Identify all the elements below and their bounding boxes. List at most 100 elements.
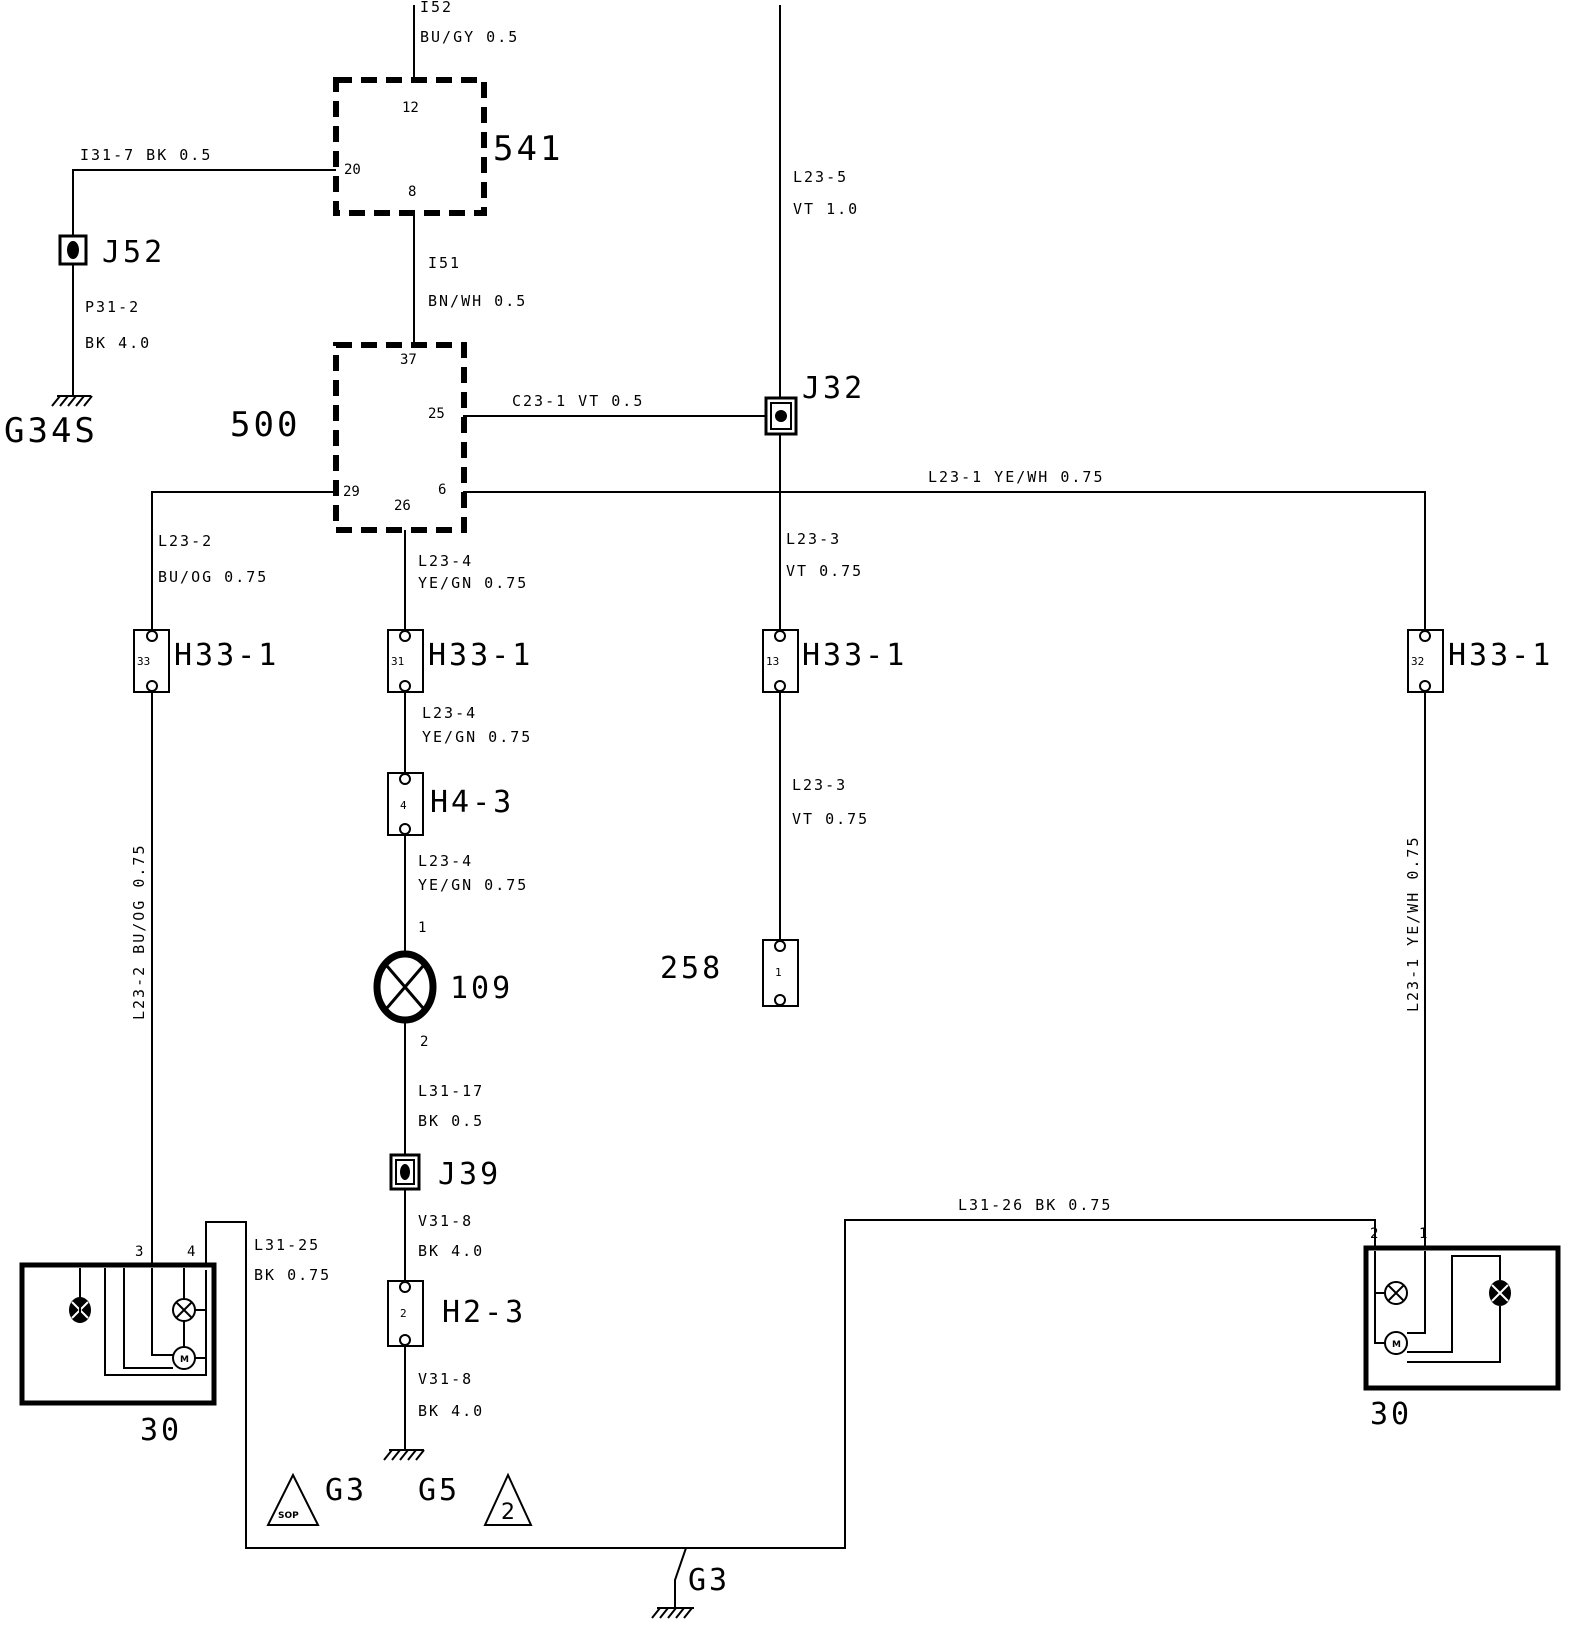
wire-l23-2-upper [151, 491, 336, 630]
label-l23-2-spec: BU/OG 0.75 [158, 568, 268, 586]
label-l31-17: L31-17 [418, 1082, 484, 1100]
splice-j39: J39 [389, 1153, 501, 1192]
svg-text:M: M [1392, 1340, 1401, 1350]
label-v31-8-a-spec: BK 4.0 [418, 1242, 484, 1260]
ref-triangle-2-g5: 2 G5 [418, 1472, 533, 1526]
label-l23-4-b-spec: YE/GN 0.75 [422, 728, 532, 746]
wire-l31-26 [675, 1219, 1376, 1549]
pin-8: 8 [408, 184, 416, 200]
ref-triangle-sop-g3: SOP G3 [266, 1472, 367, 1526]
connector-258: 1 258 [660, 939, 799, 1007]
lamp-assembly-left: M 3 4 30 [19, 1244, 217, 1448]
label-l23-2-vertical: L23-2 BU/OG 0.75 [130, 844, 148, 1021]
pin-12: 12 [402, 100, 419, 116]
label-l23-2: L23-2 [158, 532, 213, 550]
svg-text:H2-3: H2-3 [442, 1295, 526, 1330]
label-l23-3-b: L23-3 [792, 776, 847, 794]
svg-text:33: 33 [137, 655, 150, 668]
svg-text:2: 2 [501, 1500, 515, 1525]
label-l23-1-vertical: L23-1 YE/WH 0.75 [1404, 836, 1422, 1013]
label-i31-7: I31-7 BK 0.5 [80, 146, 212, 164]
lamp-109: 1 2 109 [373, 920, 513, 1050]
svg-text:32: 32 [1411, 655, 1424, 668]
svg-text:1: 1 [775, 966, 782, 979]
wires [72, 5, 1426, 1608]
svg-text:H33-1: H33-1 [802, 638, 907, 673]
label-l31-17-spec: BK 0.5 [418, 1112, 484, 1130]
wire-labels: I52 BU/GY 0.5 I31-7 BK 0.5 L23-5 VT 1.0 … [80, 0, 1422, 1420]
wire-l23-1-upper [463, 491, 1426, 630]
svg-text:109: 109 [450, 971, 513, 1006]
svg-text:30: 30 [140, 1413, 182, 1448]
label-l31-26: L31-26 BK 0.75 [958, 1196, 1112, 1214]
svg-text:13: 13 [766, 655, 779, 668]
label-l23-3-a-spec: VT 0.75 [786, 562, 863, 580]
svg-text:4: 4 [400, 799, 407, 812]
pin-26: 26 [394, 498, 411, 514]
label-i51-spec: BN/WH 0.5 [428, 292, 527, 310]
svg-text:G3: G3 [325, 1473, 367, 1508]
wire-g3-drop [674, 1547, 687, 1608]
ground-g3-bottom: G3 [651, 1563, 730, 1619]
ground-g3-g5 [383, 1449, 425, 1461]
splice-j52: J52 [58, 234, 165, 270]
pin-37: 37 [400, 352, 417, 368]
svg-text:30: 30 [1370, 1397, 1412, 1432]
label-i51: I51 [428, 254, 461, 272]
svg-text:2: 2 [1370, 1226, 1378, 1242]
connector-h33-1-pin31: 31 H33-1 [387, 629, 533, 693]
svg-text:H33-1: H33-1 [1448, 638, 1553, 673]
pin-25: 25 [428, 406, 445, 422]
label-l23-4-c: L23-4 [418, 852, 473, 870]
svg-text:3: 3 [135, 1244, 143, 1260]
label-l23-1-top: L23-1 YE/WH 0.75 [928, 468, 1105, 486]
module-541-label: 541 [493, 129, 563, 169]
pin-29: 29 [343, 484, 360, 500]
svg-text:SOP: SOP [278, 1511, 299, 1521]
label-c23-1: C23-1 VT 0.5 [512, 392, 644, 410]
label-l23-4-a-spec: YE/GN 0.75 [418, 574, 528, 592]
label-l23-5-spec: VT 1.0 [793, 200, 859, 218]
module-500: 37 25 29 26 6 500 [230, 342, 467, 533]
splice-j32: J32 [764, 371, 862, 436]
label-i52: I52 [420, 0, 453, 16]
svg-text:258: 258 [660, 951, 723, 986]
svg-text:4: 4 [187, 1244, 195, 1260]
pin-20: 20 [344, 162, 361, 178]
svg-text:2: 2 [420, 1034, 428, 1050]
module-541: 12 20 8 541 [333, 77, 563, 216]
svg-text:1: 1 [1419, 1226, 1427, 1242]
label-v31-8-b-spec: BK 4.0 [418, 1402, 484, 1420]
label-i52-spec: BU/GY 0.5 [420, 28, 519, 46]
label-v31-8-a: V31-8 [418, 1212, 473, 1230]
label-l23-3-a: L23-3 [786, 530, 841, 548]
svg-text:1: 1 [418, 920, 426, 936]
svg-text:2: 2 [400, 1307, 407, 1320]
label-v31-8-b: V31-8 [418, 1370, 473, 1388]
connector-h33-1-pin33: 33 H33-1 [133, 629, 279, 693]
label-p31-2-spec: BK 4.0 [85, 334, 151, 352]
label-l31-25: L31-25 [254, 1236, 320, 1254]
lamp-assembly-right: M 2 1 30 [1363, 1226, 1561, 1432]
svg-text:M: M [180, 1355, 189, 1365]
svg-text:G5: G5 [418, 1473, 460, 1508]
svg-text:H33-1: H33-1 [428, 638, 533, 673]
svg-text:G34S: G34S [4, 411, 98, 451]
connector-h4-3: 4 H4-3 [387, 772, 514, 836]
connector-h33-1-pin13: 13 H33-1 [762, 629, 907, 693]
label-l31-25-spec: BK 0.75 [254, 1266, 331, 1284]
pin-6: 6 [438, 482, 446, 498]
svg-text:J39: J39 [438, 1157, 501, 1192]
wire-i31-7 [72, 169, 336, 236]
connector-h33-1-pin32: 32 H33-1 [1407, 629, 1553, 693]
svg-text:J52: J52 [102, 235, 165, 270]
label-l23-5: L23-5 [793, 168, 848, 186]
label-p31-2: P31-2 [85, 298, 140, 316]
label-l23-4-c-spec: YE/GN 0.75 [418, 876, 528, 894]
svg-text:H4-3: H4-3 [430, 785, 514, 820]
svg-text:H33-1: H33-1 [174, 638, 279, 673]
svg-text:G3: G3 [688, 1563, 730, 1598]
label-l23-4-b: L23-4 [422, 704, 477, 722]
module-500-label: 500 [230, 405, 300, 445]
